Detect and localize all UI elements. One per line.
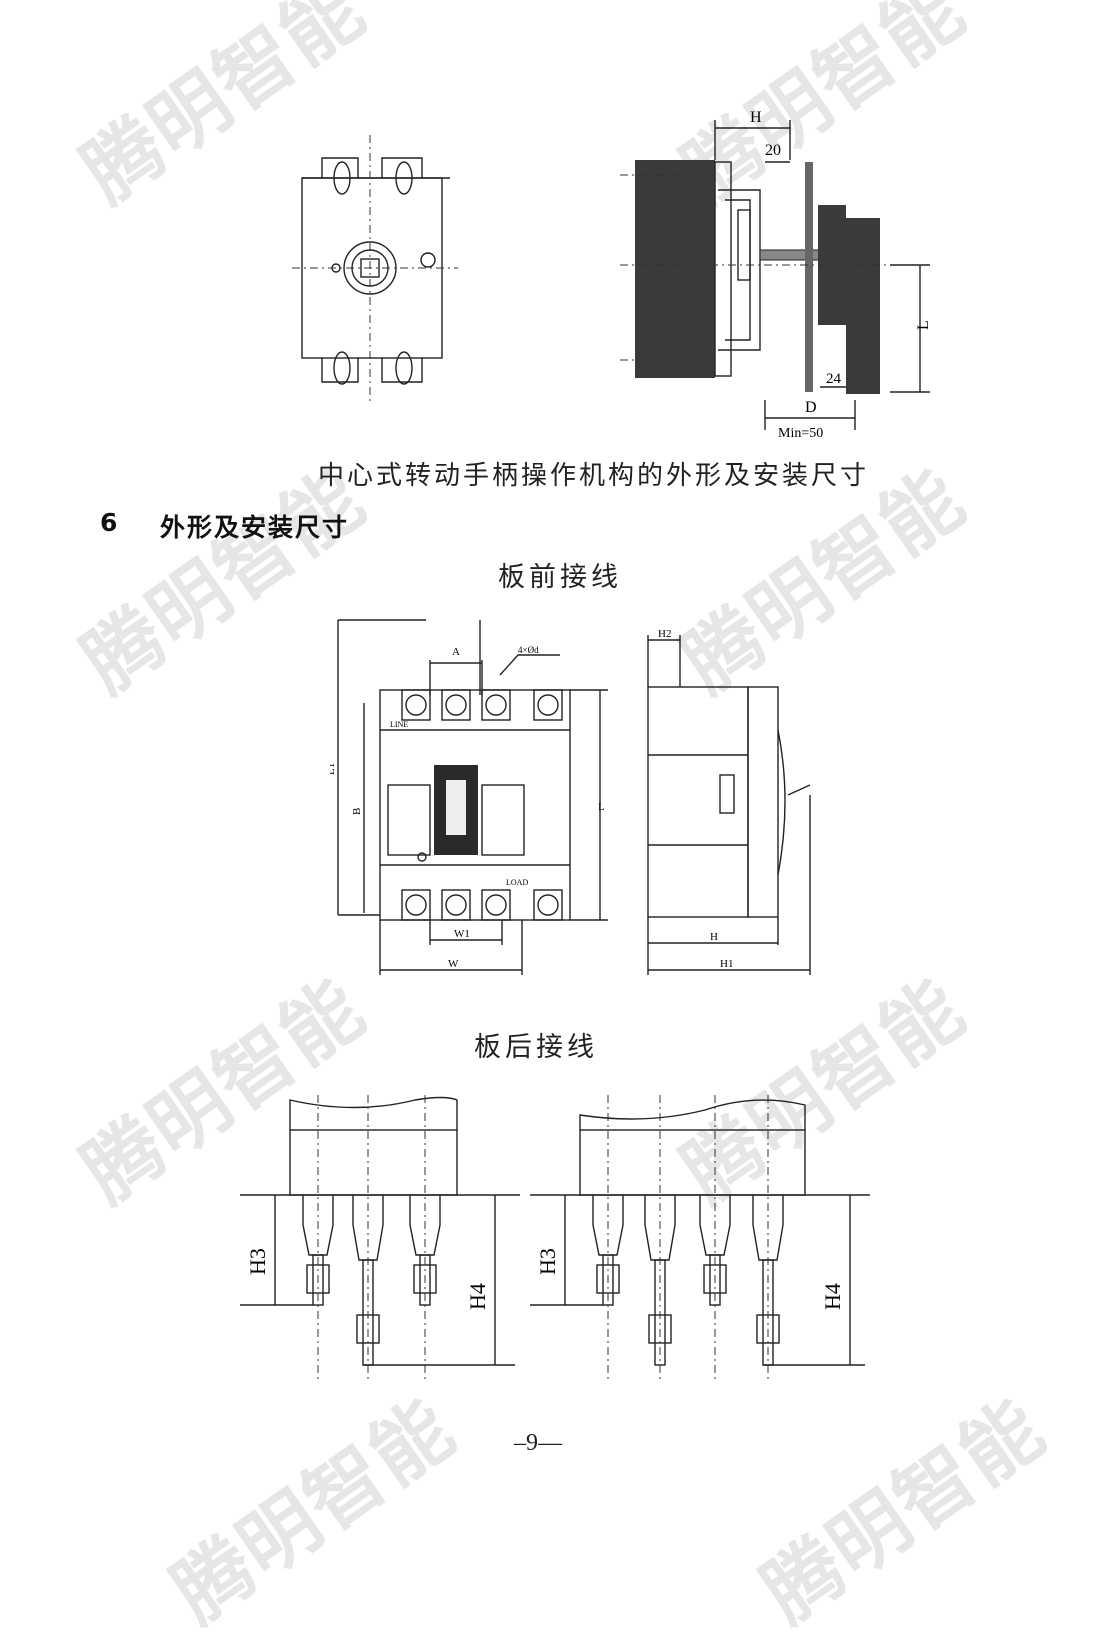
dim-24: 24 <box>826 371 842 387</box>
dim-h3: H3 <box>245 1248 270 1275</box>
section-title: 外形及安装尺寸 <box>160 513 350 542</box>
dim-b: B <box>351 808 363 815</box>
figure1-caption: 中心式转动手柄操作机构的外形及安装尺寸 <box>318 461 870 491</box>
dim-d: D <box>805 399 817 416</box>
dim-l: L <box>598 801 605 813</box>
dim-h4: H4 <box>820 1283 845 1310</box>
section-number: 6 <box>100 508 120 537</box>
front-wiring-title: 板前接线 <box>498 562 622 593</box>
dim-h: H <box>750 109 762 126</box>
dim-h1: H1 <box>720 958 733 970</box>
rotary-handle-side-drawing: H 20 L 24 D Min=50 <box>620 109 932 441</box>
dim-w1: W1 <box>454 928 470 940</box>
watermark: 腾明智能 <box>747 1383 1061 1641</box>
back-wiring-4pole-drawing: H3 H4 <box>530 1095 870 1380</box>
dim-h: H <box>710 931 718 943</box>
back-wiring-title: 板后接线 <box>474 1032 598 1063</box>
front-wiring-front-view: L1 B L A 4×Ød LINE LOAD W1 W <box>330 619 608 975</box>
dim-h4: H4 <box>465 1283 490 1310</box>
dim-l1: L1 <box>330 763 337 775</box>
page-number: –9— <box>514 1430 562 1456</box>
dim-h2: H2 <box>658 628 671 640</box>
back-wiring-3pole-drawing: H3 H4 <box>240 1095 520 1380</box>
dim-w: W <box>448 958 459 970</box>
dim-a: A <box>452 646 460 658</box>
dim-l: L <box>915 320 932 330</box>
label-load: LOAD <box>506 878 528 887</box>
dim-min: Min=50 <box>778 426 823 441</box>
rotary-handle-front-drawing <box>292 135 458 405</box>
dim-hole: 4×Ød <box>518 645 539 655</box>
watermark: 腾明智能 <box>157 1383 471 1641</box>
dim-20: 20 <box>765 142 781 159</box>
dim-h3: H3 <box>535 1248 560 1275</box>
label-line: LINE <box>390 720 408 729</box>
front-wiring-side-view: H2 H H1 <box>647 628 811 975</box>
